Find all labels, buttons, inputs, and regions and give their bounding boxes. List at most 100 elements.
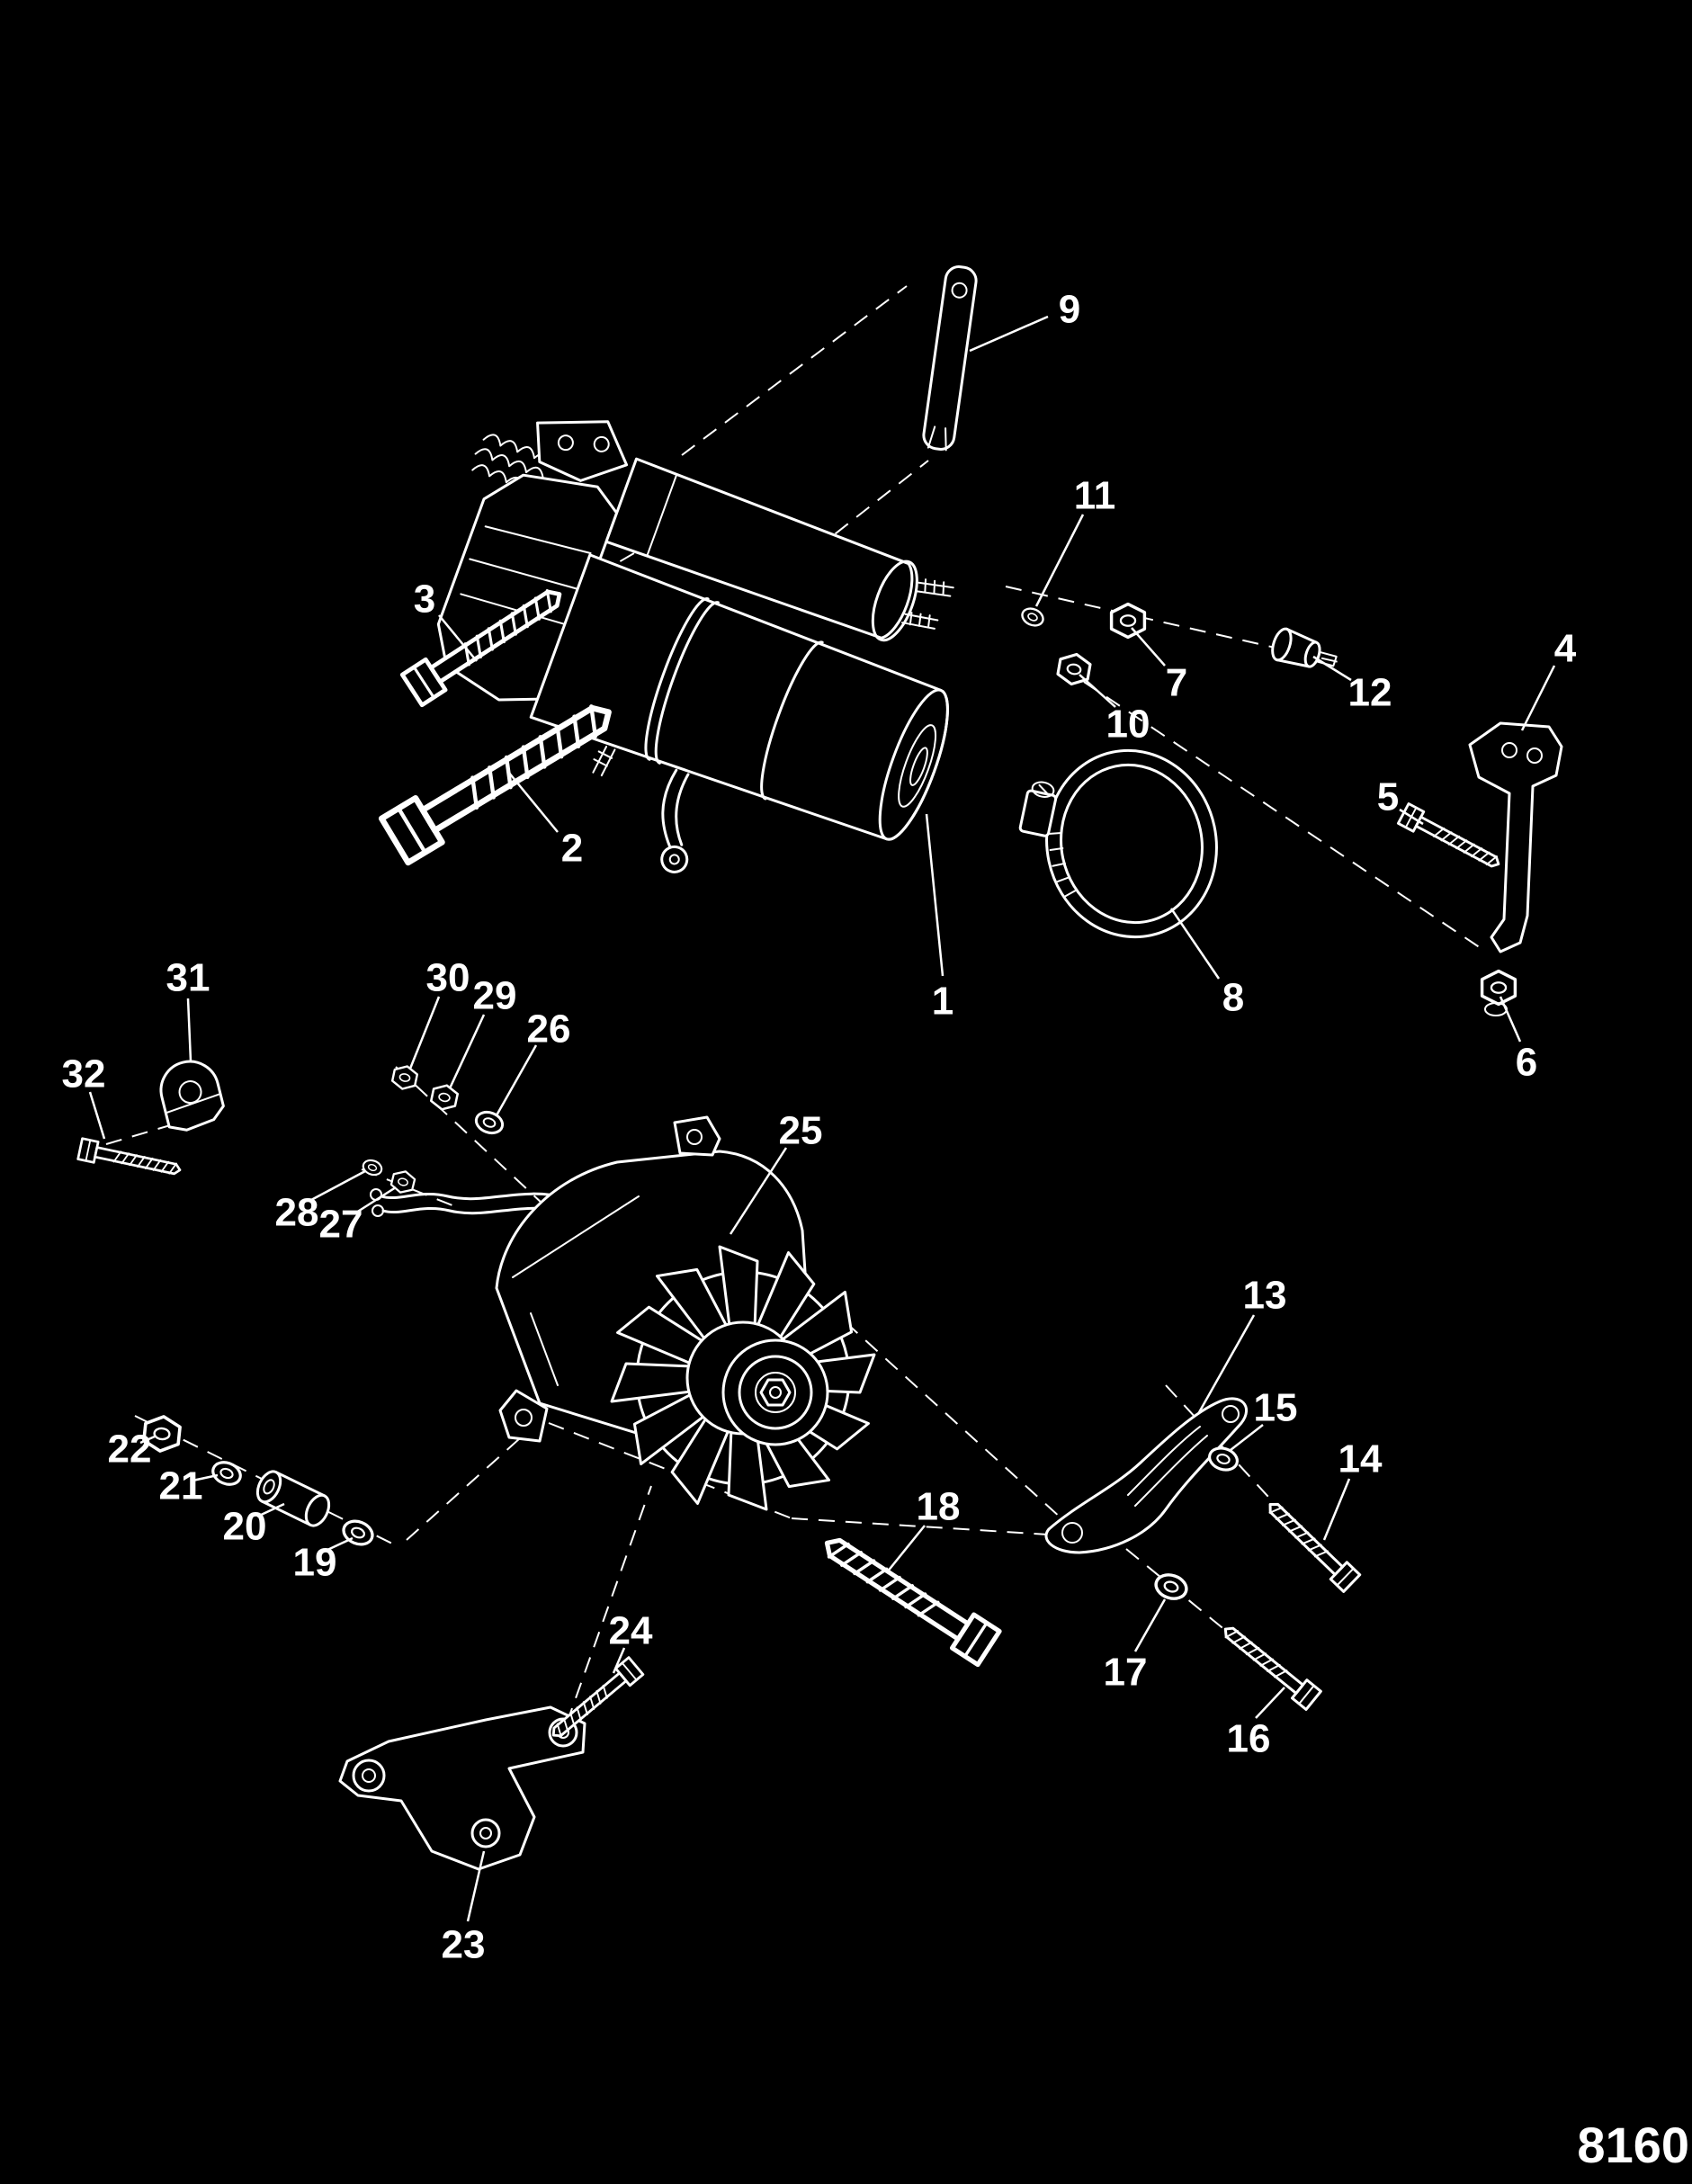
leader-line-30 — [408, 996, 441, 1070]
callout-28: 28 — [275, 1191, 319, 1235]
spacer-20 — [255, 1470, 331, 1527]
leader-line-28 — [310, 1169, 366, 1202]
leader-line-4 — [1520, 665, 1556, 731]
bolt-32 — [76, 1137, 184, 1182]
callout-2: 2 — [561, 827, 583, 871]
callout-22: 22 — [108, 1428, 152, 1472]
bolt-16 — [1216, 1618, 1322, 1711]
leader-line-16 — [1255, 1687, 1285, 1719]
washer-28 — [360, 1157, 385, 1178]
bracket-9 — [922, 265, 978, 452]
solenoid-terminal-studs — [901, 578, 954, 630]
callout-23: 23 — [442, 1923, 486, 1967]
nut-30 — [389, 1062, 420, 1093]
leader-line-26 — [495, 1044, 538, 1116]
callout-1: 1 — [932, 980, 953, 1024]
leader-line-17 — [1133, 1598, 1167, 1652]
leader-line-3 — [438, 614, 478, 662]
callout-13: 13 — [1243, 1274, 1287, 1318]
hose-clamp-8 — [1018, 748, 1218, 939]
callout-16: 16 — [1227, 1717, 1271, 1761]
leader-line-18 — [886, 1525, 926, 1573]
screw-5 — [1396, 802, 1506, 875]
leader-line-23 — [466, 1850, 486, 1922]
leader-line-12 — [1312, 655, 1352, 682]
leader-line-8 — [1169, 908, 1221, 980]
leader-line-25 — [729, 1147, 788, 1235]
alternator-top-ear — [673, 1115, 721, 1157]
leader-line-13 — [1196, 1314, 1256, 1415]
callout-18: 18 — [917, 1485, 961, 1529]
callout-4: 4 — [1554, 627, 1577, 671]
leader-line-32 — [88, 1091, 106, 1140]
brace-13 — [1044, 1397, 1248, 1554]
callout-9: 9 — [1059, 288, 1080, 332]
washer-19 — [338, 1515, 378, 1551]
leader-line-2 — [507, 771, 559, 833]
leader-line-14 — [1322, 1478, 1351, 1541]
figure-number: 8160 — [1577, 2117, 1689, 2173]
nut-7 — [1109, 602, 1147, 640]
leader-line-27 — [355, 1186, 397, 1214]
leader-line-24 — [612, 1647, 626, 1674]
callout-layer: 1234567891011121314151617181920212223242… — [62, 288, 1577, 1967]
bracket-23 — [338, 1705, 586, 1871]
callout-30: 30 — [426, 956, 470, 1000]
callout-17: 17 — [1104, 1651, 1148, 1695]
alternator-pulley — [721, 1338, 829, 1446]
bolt-2 — [381, 690, 622, 863]
leader-line-31 — [186, 998, 192, 1062]
callout-26: 26 — [527, 1007, 571, 1052]
callout-3: 3 — [414, 577, 435, 622]
leader-line-10 — [1079, 674, 1116, 708]
callout-8: 8 — [1222, 976, 1244, 1020]
callout-27: 27 — [319, 1203, 363, 1247]
leader-line-21 — [192, 1473, 219, 1482]
alternator — [370, 1115, 876, 1511]
washer-26 — [471, 1107, 507, 1138]
callout-32: 32 — [62, 1052, 106, 1096]
starter-solenoid — [604, 457, 914, 640]
callout-7: 7 — [1166, 661, 1187, 705]
bolt-14 — [1260, 1494, 1362, 1593]
leader-line-19 — [325, 1536, 354, 1553]
leader-line-1 — [925, 813, 944, 977]
terminal-boot-12 — [1271, 627, 1338, 668]
nut-29 — [428, 1081, 461, 1114]
bracket-4 — [1468, 721, 1563, 953]
nut-6 — [1480, 969, 1517, 1016]
leader-line-15 — [1230, 1424, 1264, 1451]
starter-cable-lug — [660, 845, 689, 873]
leader-line-9 — [969, 315, 1049, 353]
washer-21 — [208, 1456, 246, 1490]
leader-line-5 — [1399, 808, 1424, 826]
clamp-31 — [159, 1060, 225, 1132]
callout-15: 15 — [1254, 1386, 1298, 1430]
callout-6: 6 — [1516, 1041, 1537, 1085]
bolt-24 — [544, 1656, 645, 1745]
leader-line-22 — [139, 1435, 156, 1445]
nut-27 — [389, 1168, 417, 1196]
starter-mounting-flange — [536, 420, 629, 482]
callout-21: 21 — [159, 1464, 203, 1508]
leader-line-6 — [1499, 996, 1522, 1043]
leader-line-11 — [1034, 514, 1085, 607]
washer-11 — [1018, 604, 1047, 631]
callout-12: 12 — [1348, 671, 1392, 715]
alternator-bottom-ear — [498, 1389, 549, 1443]
callout-31: 31 — [166, 956, 210, 1000]
leader-line-20 — [256, 1502, 285, 1518]
callout-24: 24 — [609, 1609, 653, 1653]
callout-10: 10 — [1106, 703, 1150, 747]
callout-19: 19 — [293, 1541, 337, 1585]
callout-29: 29 — [473, 974, 517, 1018]
callout-11: 11 — [1074, 474, 1116, 518]
starter-motor — [436, 420, 954, 873]
leader-line-7 — [1131, 627, 1166, 667]
callout-25: 25 — [779, 1109, 823, 1153]
callout-20: 20 — [223, 1505, 267, 1549]
callout-5: 5 — [1377, 775, 1399, 819]
callout-14: 14 — [1338, 1437, 1383, 1481]
